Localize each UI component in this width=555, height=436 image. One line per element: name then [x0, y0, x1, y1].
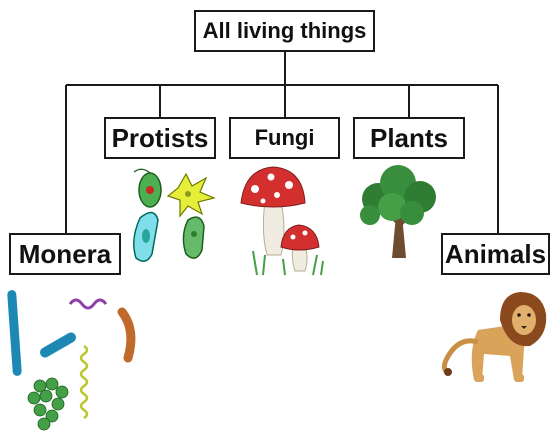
plants-label: Plants: [353, 117, 465, 159]
lion-icon: [438, 290, 553, 386]
root-node-label: All living things: [194, 10, 375, 52]
bacteria-icon: [4, 286, 144, 434]
protists-label: Protists: [104, 117, 216, 159]
tree-icon: [354, 163, 444, 263]
fungi-label: Fungi: [229, 117, 340, 159]
protists-icon: [122, 168, 222, 268]
monera-label: Monera: [9, 233, 121, 275]
animals-label: Animals: [441, 233, 550, 275]
mushroom-icon: [237, 163, 327, 278]
